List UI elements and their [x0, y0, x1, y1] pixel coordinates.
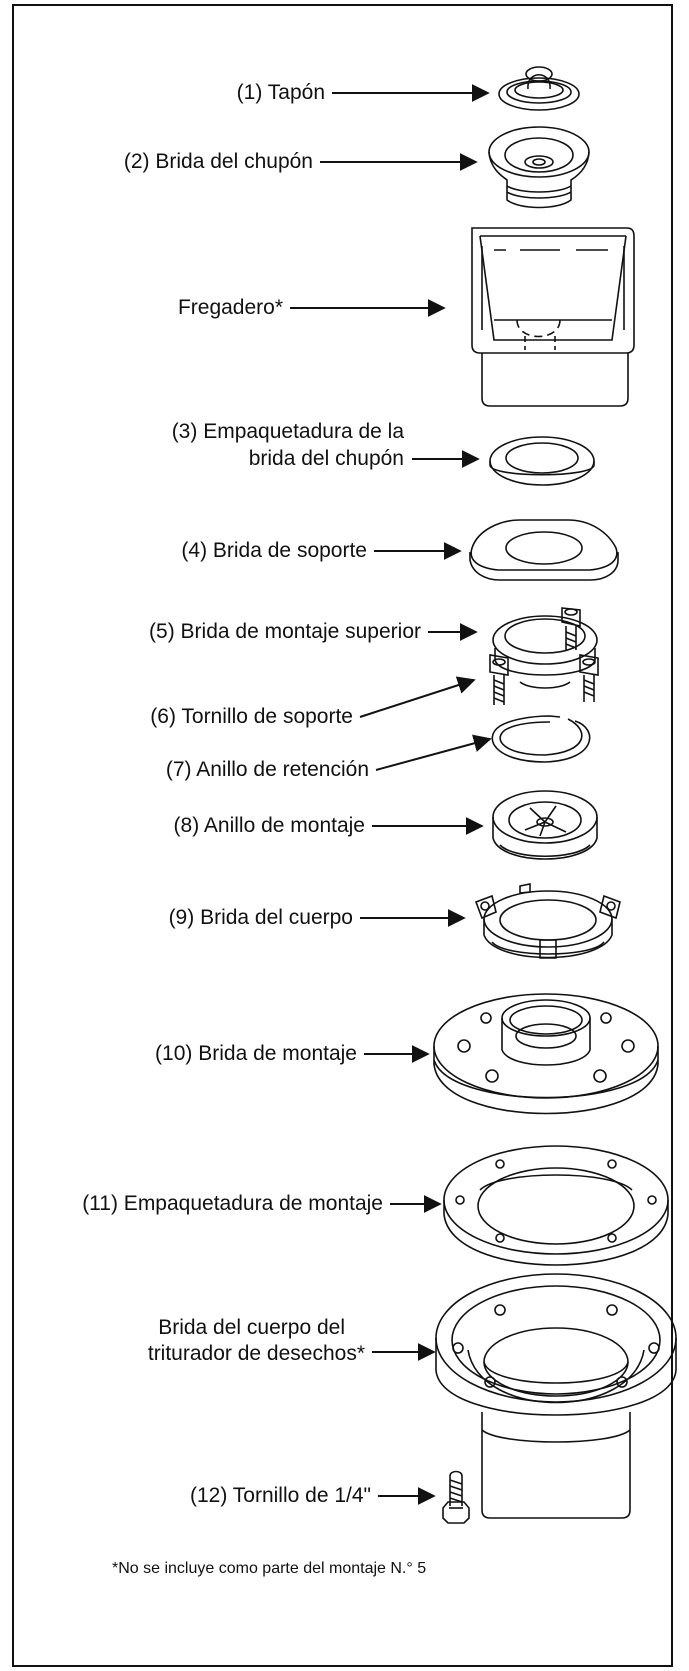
screw-drawing: [443, 1472, 469, 1524]
label-tornillo-1-4: (12) Tornillo de 1/4": [189, 1484, 371, 1507]
label-brida-cuerpo: (9) Brida del cuerpo: [168, 906, 353, 929]
body-flange-drawing: [476, 884, 620, 958]
disposer-body-drawing: [436, 1274, 676, 1518]
leader-arrows: [290, 84, 492, 1505]
label-tapon: (1) Tapón: [236, 81, 325, 104]
mounting-flange-drawing: [434, 994, 658, 1114]
label-fregadero: Fregadero*: [177, 296, 283, 319]
support-flange-drawing: [470, 520, 618, 580]
label-brida-cuerpo-triturador-line1: Brida del cuerpo del: [158, 1316, 345, 1339]
label-brida-chupon: (2) Brida del chupón: [123, 150, 313, 173]
upper-mounting-ring-drawing: [490, 608, 598, 705]
sink-flange-drawing: [489, 127, 589, 208]
label-tornillo-soporte: (6) Tornillo de soporte: [150, 705, 353, 728]
label-empaquetadura-montaje: (11) Empaquetadura de montaje: [82, 1192, 383, 1215]
label-brida-montaje: (10) Brida de montaje: [155, 1042, 357, 1065]
label-empaquetadura-line1: (3) Empaquetadura de la: [171, 420, 404, 443]
sink-flange-gasket-drawing: [490, 437, 594, 485]
label-brida-cuerpo-triturador-line2: triturador de desechos*: [147, 1342, 365, 1365]
label-brida-montaje-superior: (5) Brida de montaje superior: [149, 620, 421, 643]
label-empaquetadura-line2: brida del chupón: [248, 447, 404, 470]
label-brida-soporte: (4) Brida de soporte: [181, 539, 367, 562]
sink-drawing: [472, 228, 634, 406]
mounting-gasket-drawing: [444, 1146, 668, 1265]
arrow-6: [360, 676, 476, 717]
label-anillo-montaje: (8) Anillo de montaje: [173, 814, 365, 837]
arrow-7: [376, 734, 492, 770]
label-anillo-retencion: (7) Anillo de retención: [165, 758, 369, 781]
stopper-drawing: [499, 67, 579, 110]
retaining-ring-drawing: [492, 716, 589, 762]
mounting-ring-drawing: [493, 791, 597, 859]
footnote: *No se incluye como parte del montaje N.…: [112, 1560, 427, 1577]
